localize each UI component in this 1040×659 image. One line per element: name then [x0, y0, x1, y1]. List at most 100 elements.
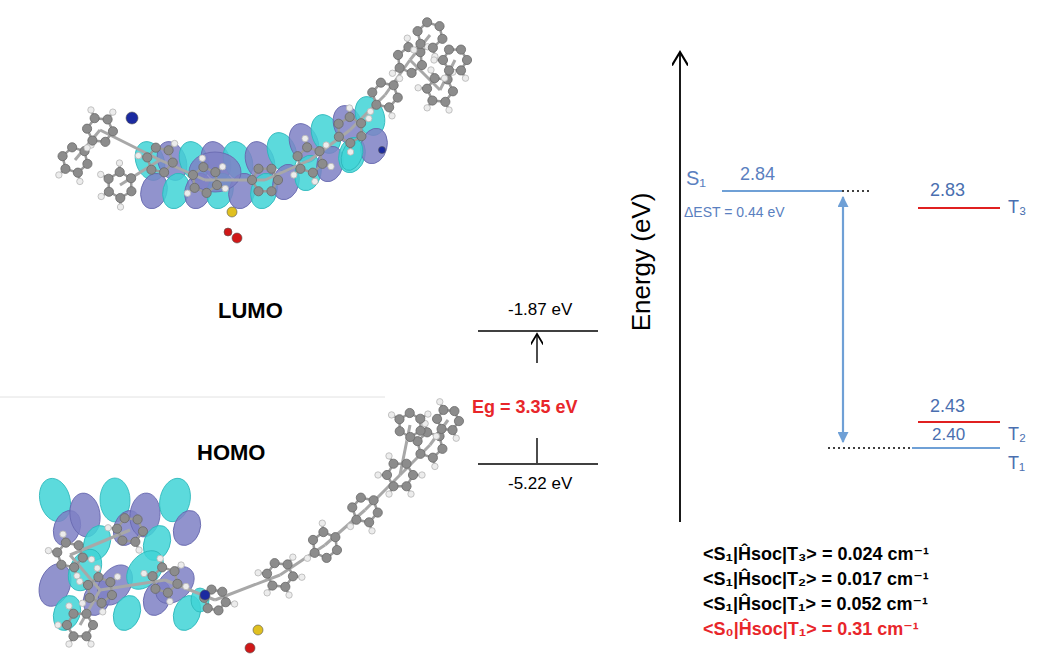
- atom: [143, 153, 152, 162]
- lumo-molecule: [56, 18, 472, 243]
- atom: [406, 432, 415, 441]
- atom: [441, 97, 450, 106]
- coupling-value: <S₀|Ĥsoc|T₁> = 0.31 cm⁻¹: [703, 619, 919, 640]
- atom: [105, 525, 111, 531]
- atom: [368, 88, 377, 97]
- atom: [136, 547, 142, 553]
- atom: [88, 136, 97, 145]
- atom: [108, 127, 117, 136]
- bond: [385, 60, 410, 95]
- orbital-name: LUMO: [218, 298, 283, 323]
- state-name: T₃: [1008, 197, 1026, 218]
- atom: [419, 472, 425, 478]
- atom: [296, 164, 305, 173]
- atom: [77, 178, 83, 184]
- atom: [151, 143, 160, 152]
- atom: [138, 527, 147, 536]
- gap-arrow: [536, 334, 537, 363]
- atom: [416, 414, 425, 423]
- s1-level: [722, 190, 842, 192]
- heteroatom: [245, 643, 255, 653]
- atom: [367, 108, 373, 114]
- atom: [78, 553, 87, 562]
- atom: [94, 572, 103, 581]
- state-name: S₁: [686, 167, 706, 190]
- lumo-level: [478, 330, 598, 332]
- atom: [408, 491, 414, 497]
- atom: [97, 171, 103, 177]
- atom: [164, 146, 173, 155]
- atom: [405, 408, 414, 417]
- atom: [221, 598, 230, 607]
- atom: [66, 603, 72, 609]
- atom: [148, 572, 157, 581]
- atom: [214, 606, 223, 615]
- atom: [432, 414, 441, 423]
- orbital-lobe: [100, 478, 131, 523]
- atom: [308, 535, 317, 544]
- atom: [103, 115, 112, 124]
- atom: [425, 411, 431, 417]
- atom: [163, 588, 172, 597]
- atom: [402, 459, 411, 468]
- atom: [366, 115, 372, 121]
- atom: [90, 114, 99, 123]
- atom: [69, 609, 78, 618]
- atom: [131, 537, 140, 546]
- atom: [444, 45, 453, 54]
- atom: [334, 119, 343, 128]
- orbital-energy: -5.22 eV: [508, 474, 572, 494]
- atom: [55, 622, 61, 628]
- atom: [413, 27, 422, 36]
- atom: [369, 496, 378, 505]
- atom: [219, 164, 225, 170]
- atom: [82, 609, 91, 618]
- atom: [444, 66, 453, 75]
- atom: [369, 528, 375, 534]
- atom: [323, 142, 329, 148]
- axis-title: Energy (eV): [627, 193, 657, 332]
- atom: [100, 609, 106, 615]
- atom: [357, 119, 366, 128]
- atom: [112, 524, 121, 533]
- atom: [395, 63, 404, 72]
- atom: [273, 175, 282, 184]
- atom: [115, 167, 124, 176]
- atom: [352, 515, 361, 524]
- atom: [328, 163, 334, 169]
- atom: [376, 78, 385, 87]
- atom: [417, 60, 426, 69]
- atom: [116, 160, 122, 166]
- bond: [325, 510, 365, 545]
- atom: [288, 572, 297, 581]
- atom: [170, 567, 179, 576]
- orbital-lobes: [33, 475, 209, 634]
- state-name: T₂: [1008, 424, 1026, 445]
- state-energy: 2.40: [932, 425, 965, 445]
- atom: [199, 155, 205, 161]
- atom: [395, 415, 404, 424]
- atom: [357, 132, 366, 141]
- atom: [56, 172, 62, 178]
- atom: [199, 162, 208, 171]
- atom: [151, 584, 160, 593]
- atom: [385, 103, 394, 112]
- isc-arrow: [842, 197, 844, 442]
- atom: [415, 85, 421, 91]
- atom: [386, 491, 392, 497]
- atom: [211, 168, 220, 177]
- atom: [319, 520, 325, 526]
- atom: [395, 427, 404, 436]
- atom: [416, 39, 425, 48]
- atom: [107, 590, 116, 599]
- state-energy: 2.83: [930, 180, 965, 201]
- energy-axis: [679, 52, 681, 522]
- atom: [188, 170, 197, 179]
- atom: [133, 515, 142, 524]
- heteroatom: [379, 147, 386, 154]
- atom: [157, 555, 163, 561]
- atom: [184, 190, 190, 196]
- atom: [312, 178, 318, 184]
- atom: [160, 168, 169, 177]
- atom: [389, 459, 398, 468]
